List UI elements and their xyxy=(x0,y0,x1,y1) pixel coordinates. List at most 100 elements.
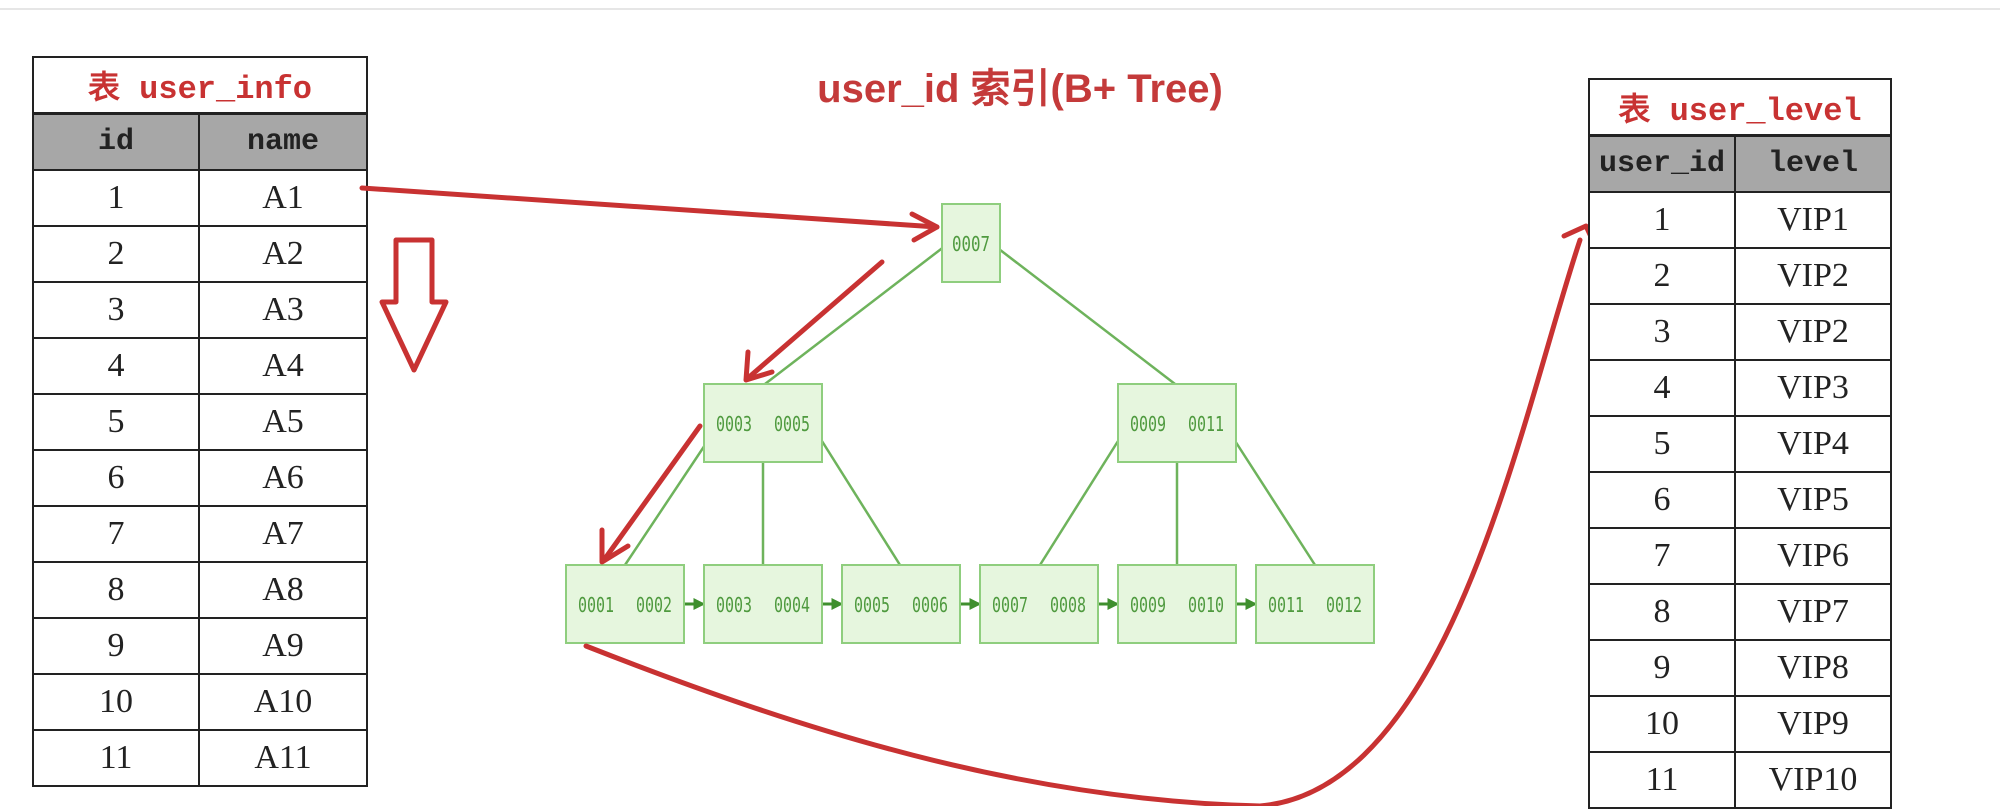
table-cell: VIP1 xyxy=(1734,191,1892,249)
leaf-key: 0007 xyxy=(992,593,1028,617)
table-cell: A4 xyxy=(198,337,368,395)
table-cell: 1 xyxy=(32,169,200,227)
table-cell: A6 xyxy=(198,449,368,507)
table-cell: A7 xyxy=(198,505,368,563)
table-cell: 11 xyxy=(1588,751,1736,809)
table-cell: 5 xyxy=(32,393,200,451)
leaf-key: 0008 xyxy=(1050,593,1086,617)
table-cell: VIP6 xyxy=(1734,527,1892,585)
tree-leaf-node: 0005 0006 xyxy=(841,564,961,644)
tree-leaf-node: 0003 0004 xyxy=(703,564,823,644)
tree-leaf-node: 0001 0002 xyxy=(565,564,685,644)
internal-key: 0011 xyxy=(1188,412,1224,436)
table-cell: A3 xyxy=(198,281,368,339)
leaf-key: 0009 xyxy=(1130,593,1166,617)
tree-leaf-node: 0011 0012 xyxy=(1255,564,1375,644)
table-cell: VIP8 xyxy=(1734,639,1892,697)
table-cell: 2 xyxy=(32,225,200,283)
leaf-key: 0006 xyxy=(912,593,948,617)
table-cell: 6 xyxy=(32,449,200,507)
user-level-header-user-id: user_id xyxy=(1588,134,1736,193)
table-cell: VIP9 xyxy=(1734,695,1892,753)
tree-leaf-node: 0009 0010 xyxy=(1117,564,1237,644)
table-cell: A2 xyxy=(198,225,368,283)
leaf-key: 0005 xyxy=(854,593,890,617)
table-cell: 8 xyxy=(1588,583,1736,641)
table-cell: 6 xyxy=(1588,471,1736,529)
table-cell: 8 xyxy=(32,561,200,619)
leaf-key: 0002 xyxy=(636,593,672,617)
tree-root-node: 0007 xyxy=(941,203,1001,283)
table-cell: VIP7 xyxy=(1734,583,1892,641)
table-cell: A1 xyxy=(198,169,368,227)
top-divider xyxy=(0,8,2000,10)
tree-internal-node-left: 0003 0005 xyxy=(703,383,823,463)
user-level-caption: 表 user_level xyxy=(1588,78,1892,137)
tree-edges xyxy=(623,245,1317,566)
table-cell: 5 xyxy=(1588,415,1736,473)
diagram-title: user_id 索引(B+ Tree) xyxy=(817,67,1223,111)
leaf-key: 0011 xyxy=(1268,593,1304,617)
table-cell: VIP2 xyxy=(1734,247,1892,305)
internal-key: 0003 xyxy=(716,412,752,436)
table-cell: A11 xyxy=(198,729,368,787)
table-cell: 2 xyxy=(1588,247,1736,305)
leaf-key: 0003 xyxy=(716,593,752,617)
table-cell: 4 xyxy=(1588,359,1736,417)
table-cell: 7 xyxy=(1588,527,1736,585)
scan-down-arrow-icon xyxy=(379,237,449,373)
table-cell: 9 xyxy=(32,617,200,675)
table-cell: VIP4 xyxy=(1734,415,1892,473)
table-cell: A5 xyxy=(198,393,368,451)
leaf-key: 0010 xyxy=(1188,593,1224,617)
table-cell: VIP3 xyxy=(1734,359,1892,417)
leaf-key: 0001 xyxy=(578,593,614,617)
internal-key: 0005 xyxy=(774,412,810,436)
table-cell: A9 xyxy=(198,617,368,675)
table-cell: 7 xyxy=(32,505,200,563)
leaf-key: 0012 xyxy=(1326,593,1362,617)
user-level-header-level: level xyxy=(1734,134,1892,193)
root-key: 0007 xyxy=(952,232,990,256)
table-cell: VIP2 xyxy=(1734,303,1892,361)
table-cell: A8 xyxy=(198,561,368,619)
table-cell: 10 xyxy=(1588,695,1736,753)
table-cell: 3 xyxy=(1588,303,1736,361)
tree-internal-node-right: 0009 0011 xyxy=(1117,383,1237,463)
table-cell: VIP5 xyxy=(1734,471,1892,529)
leaf-key: 0004 xyxy=(774,593,810,617)
table-cell: A10 xyxy=(198,673,368,731)
table-cell: VIP10 xyxy=(1734,751,1892,809)
tree-leaf-node: 0007 0008 xyxy=(979,564,1099,644)
user-info-header-id: id xyxy=(32,112,200,171)
user-info-header-name: name xyxy=(198,112,368,171)
table-cell: 3 xyxy=(32,281,200,339)
table-cell: 10 xyxy=(32,673,200,731)
table-cell: 11 xyxy=(32,729,200,787)
user-info-caption: 表 user_info xyxy=(32,56,368,115)
